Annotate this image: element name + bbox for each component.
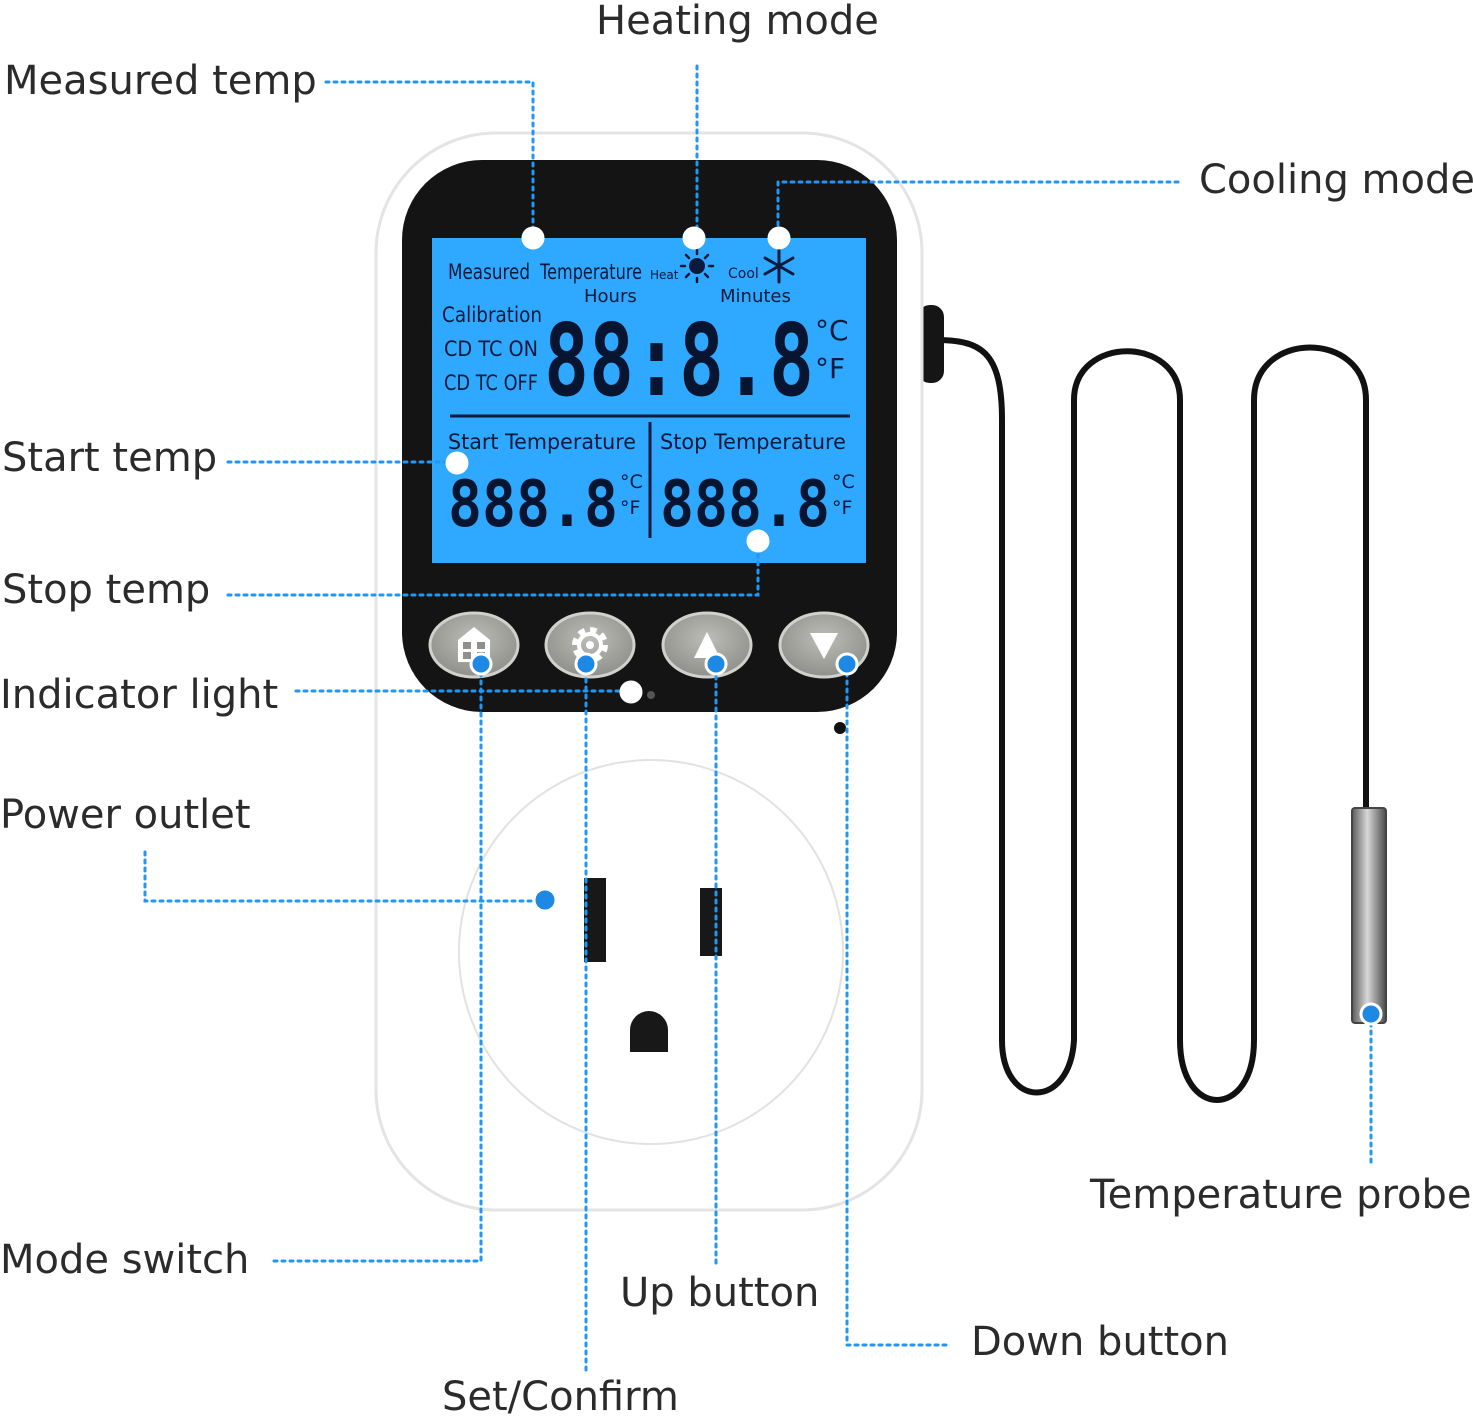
lcd-cd-tc-on-label: CD TC ON — [444, 337, 538, 361]
dot-up-button — [704, 652, 728, 676]
reset-pinhole — [834, 722, 846, 734]
lcd-temperature-label: Temperature — [539, 260, 642, 284]
dot-temperature-probe — [1359, 1002, 1383, 1026]
up-button[interactable] — [661, 611, 753, 679]
callout-measured-temp: Measured temp — [4, 58, 317, 104]
lcd-start-unit-f: °F — [620, 497, 640, 519]
power-outlet-face — [458, 759, 844, 1145]
callout-indicator-light: Indicator light — [0, 672, 279, 718]
lcd-measured-label: Measured — [448, 260, 530, 284]
lcd-start-unit-c: °C — [620, 471, 643, 493]
lcd-cd-tc-off-label: CD TC OFF — [444, 371, 538, 395]
lcd-start-digits: 888.8 — [448, 468, 618, 542]
callout-cooling-mode: Cooling mode — [1199, 157, 1473, 203]
lcd-stop-unit-f: °F — [832, 497, 852, 519]
lcd-main-digits: 88:8.8 — [544, 302, 814, 419]
lcd-calibration-label: Calibration — [442, 303, 542, 327]
dot-set-confirm — [574, 652, 598, 676]
snowflake-icon — [763, 248, 795, 284]
triangle-up-icon — [694, 632, 720, 658]
lcd-hours-label: Hours — [584, 286, 637, 307]
lcd-stop-digits: 888.8 — [660, 468, 830, 542]
temperature-probe — [1351, 807, 1387, 1024]
callout-dots — [445, 226, 1383, 1026]
outlet-slot-right — [700, 888, 722, 956]
outlet-slot-left — [584, 878, 606, 962]
dot-mode-switch — [469, 652, 493, 676]
probe-cable — [932, 337, 1369, 1103]
callout-set-confirm: Set/Confirm — [442, 1374, 679, 1420]
dot-indicator-light — [619, 680, 643, 704]
callout-power-outlet: Power outlet — [0, 792, 251, 838]
sun-icon — [679, 248, 715, 284]
callout-stop-temp: Stop temp — [2, 567, 211, 613]
lcd-cool-label: Cool — [728, 266, 759, 282]
lcd-minutes-label: Minutes — [720, 286, 791, 307]
callout-temperature-probe: Temperature probe — [1090, 1172, 1472, 1218]
set-confirm-button[interactable] — [544, 611, 636, 679]
lcd-stop-temperature-label: Stop Temperature — [660, 430, 846, 454]
outlet-ground-hole — [630, 1011, 668, 1052]
dot-stop-temp — [746, 529, 770, 553]
callout-mode-switch: Mode switch — [0, 1237, 250, 1283]
dot-cooling-mode — [767, 226, 791, 250]
callout-heating-mode: Heating mode — [596, 0, 879, 44]
dot-start-temp — [445, 451, 469, 475]
dot-power-outlet — [532, 887, 558, 913]
lcd-main-unit-c: °C — [815, 314, 849, 347]
lcd-start-temperature-label: Start Temperature — [448, 430, 636, 454]
dot-down-button — [835, 652, 859, 676]
callout-start-temp: Start temp — [2, 435, 218, 481]
triangle-down-icon — [810, 633, 838, 659]
lcd-main-unit-f: °F — [815, 352, 845, 385]
lcd-stop-unit-c: °C — [832, 471, 855, 493]
indicator-light — [647, 691, 655, 699]
leader-lines — [143, 64, 1373, 1372]
callout-up-button: Up button — [620, 1270, 820, 1316]
callout-down-button: Down button — [971, 1319, 1229, 1365]
cable-strain-relief — [918, 305, 944, 383]
lcd-heat-label: Heat — [650, 268, 679, 282]
dot-heating-mode — [682, 226, 706, 250]
dot-measured-temp — [521, 226, 545, 250]
